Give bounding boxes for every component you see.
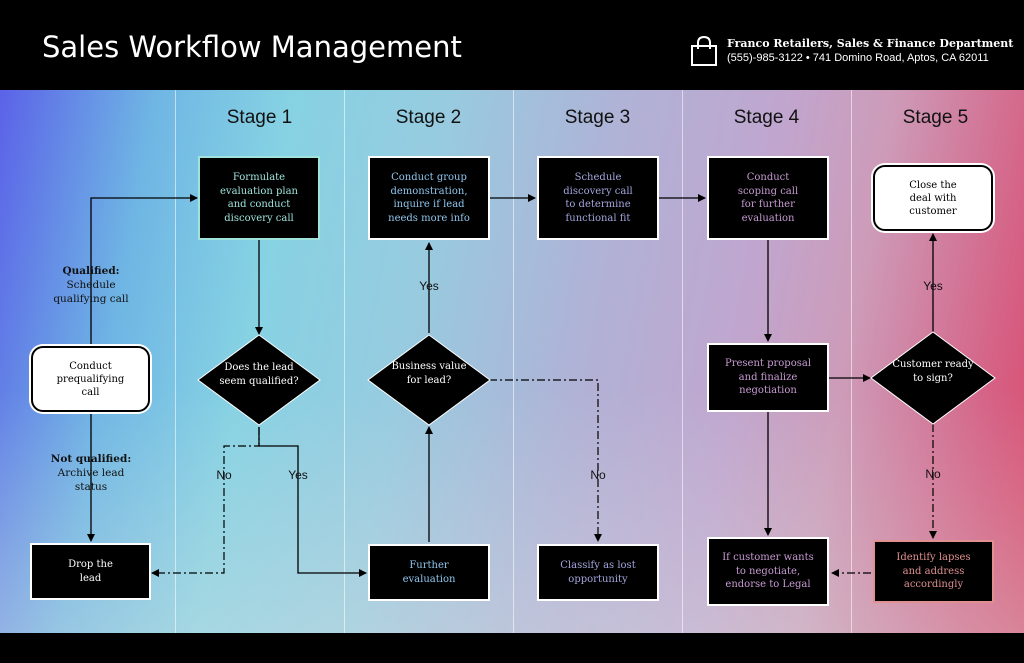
node-scoping-call-text: Conduct scoping call for further evaluat… [737,172,799,224]
node-schedule-discovery-call-text: Schedule discovery call to determine fun… [563,172,633,224]
node-present-proposal[interactable]: Present proposal and finalize negotiatio… [707,343,829,412]
connector-no-to-lost [489,379,602,542]
page-title: Sales Workflow Management [42,30,462,64]
node-endorse-to-legal-text: If customer wants to negotiate, endorse … [722,552,814,591]
not-qualified-label: Not qualified: Archive lead status [51,452,131,494]
not-qualified-label-bold: Not qualified: [50,453,132,465]
decision-diamond-ready-to-sign [870,331,996,425]
decision-business-value-text: Business value for lead? [391,361,467,386]
company-contact: (555)-985-3122 • 741 Domino Road, Aptos,… [727,52,989,64]
flowchart-connectors [87,90,996,633]
node-scoping-call[interactable]: Conduct scoping call for further evaluat… [707,156,829,240]
node-present-proposal-text: Present proposal and finalize negotiatio… [724,358,812,397]
node-prequalifying-call-text: Conduct prequalifying call [56,360,125,398]
footer-bar [0,633,1024,663]
decision-diamond-business-value [367,334,491,426]
node-formulate-evaluation-plan[interactable]: Formulate evaluation plan and conduct di… [198,156,320,240]
node-prequalifying-call[interactable]: Conduct prequalifying call [31,346,150,412]
lane-dividers [175,90,852,633]
company-name: Franco Retailers, Sales & Finance Depart… [727,37,1014,50]
node-identify-lapses[interactable]: Identify lapses and address accordingly [873,540,994,603]
node-further-evaluation[interactable]: Further evaluation [368,544,490,601]
not-qualified-label-text: Archive lead status [57,467,125,493]
node-classify-lost-text: Classify as lost opportunity [560,560,636,585]
qualified-label-text: Schedule qualifying call [53,279,129,305]
connector-no-to-drop [151,427,260,577]
edge-label-s2-yes: Yes [419,279,439,293]
node-group-demonstration-text: Conduct group demonstration, inquire if … [388,172,470,224]
stage-4-header: Stage 4 [733,107,800,128]
node-formulate-evaluation-plan-text: Formulate evaluation plan and conduct di… [220,172,298,224]
stage-2-header: Stage 2 [395,107,462,128]
stage-3-header: Stage 3 [564,107,631,128]
edge-label-s3-no: No [590,468,606,482]
node-group-demonstration[interactable]: Conduct group demonstration, inquire if … [368,156,490,240]
node-drop-the-lead-text: Drop the lead [68,559,113,584]
node-drop-the-lead[interactable]: Drop the lead [30,543,151,600]
qualified-label: Qualified: Schedule qualifying call [48,264,134,306]
node-close-the-deal[interactable]: Close the deal with customer [873,165,993,231]
shopping-bag-icon [691,35,717,66]
stage-5-header: Stage 5 [902,107,969,128]
node-endorse-to-legal[interactable]: If customer wants to negotiate, endorse … [707,537,829,606]
decision-ready-to-sign-text: Customer ready to sign? [892,359,974,384]
connector-prequal-to-formulate [90,194,198,346]
decision-qualified-text: Does the lead seem qualified? [219,362,299,387]
connector-yes-to-further [258,427,367,577]
decision-diamond-qualified [197,334,321,426]
node-further-evaluation-text: Further evaluation [402,560,456,585]
node-schedule-discovery-call[interactable]: Schedule discovery call to determine fun… [537,156,659,240]
edge-label-s5-no: No [925,467,941,481]
node-close-the-deal-text: Close the deal with customer [909,179,957,217]
qualified-label-bold: Qualified: [62,265,120,277]
stage-1-header: Stage 1 [226,107,293,128]
header: Sales Workflow Management Franco Retaile… [0,0,1024,90]
edge-label-s1-yes: Yes [288,468,308,482]
node-classify-lost[interactable]: Classify as lost opportunity [537,544,659,601]
flowchart-canvas: Stage 1 Stage 2 Stage 3 Stage 4 Stage 5 … [0,90,1024,633]
node-identify-lapses-text: Identify lapses and address accordingly [896,552,971,591]
edge-label-s5-yes: Yes [923,279,943,293]
edge-label-s1-no: No [216,468,232,482]
